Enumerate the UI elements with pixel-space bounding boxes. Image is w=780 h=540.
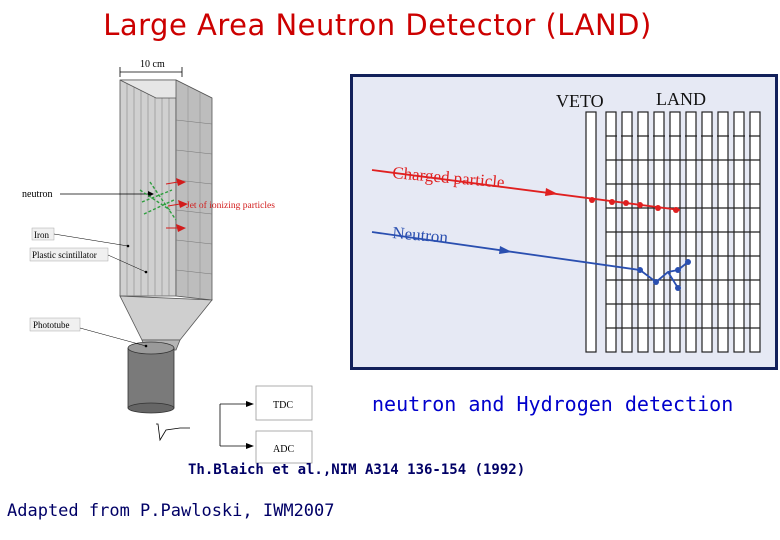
signal-wiring: [156, 401, 254, 449]
credit-line: Adapted from P.Pawloski, IWM2007: [7, 501, 335, 521]
land-module-diagram: 10 cm: [22, 59, 313, 464]
tdc-label: TDC: [273, 400, 293, 411]
veto-land-panel: VETO LAND Charged particle: [350, 74, 778, 370]
detector-body: [119, 79, 213, 351]
dimension-label: 10 cm: [140, 59, 165, 70]
neutron-jet-arrows: [60, 178, 188, 232]
reference-citation: Th.Blaich et al.,NIM A314 136-154 (1992): [188, 462, 526, 478]
veto-label: VETO: [556, 91, 604, 111]
panel-caption: neutron and Hydrogen detection: [372, 392, 734, 416]
veto-wall: [585, 111, 597, 353]
land-label: LAND: [656, 89, 706, 109]
iron-label: Iron: [34, 230, 49, 240]
adc-label: ADC: [273, 444, 294, 455]
charged-track: [371, 169, 681, 213]
phototube-cylinder: [127, 341, 175, 414]
jet-label: Jet of ionizing particles: [186, 200, 275, 211]
phototube-label: Phototube: [33, 320, 70, 330]
scintillator-label: Plastic scintillator: [32, 250, 97, 260]
slide-title: Large Area Neutron Detector (LAND): [103, 8, 652, 42]
neutron-label: neutron: [22, 189, 53, 200]
